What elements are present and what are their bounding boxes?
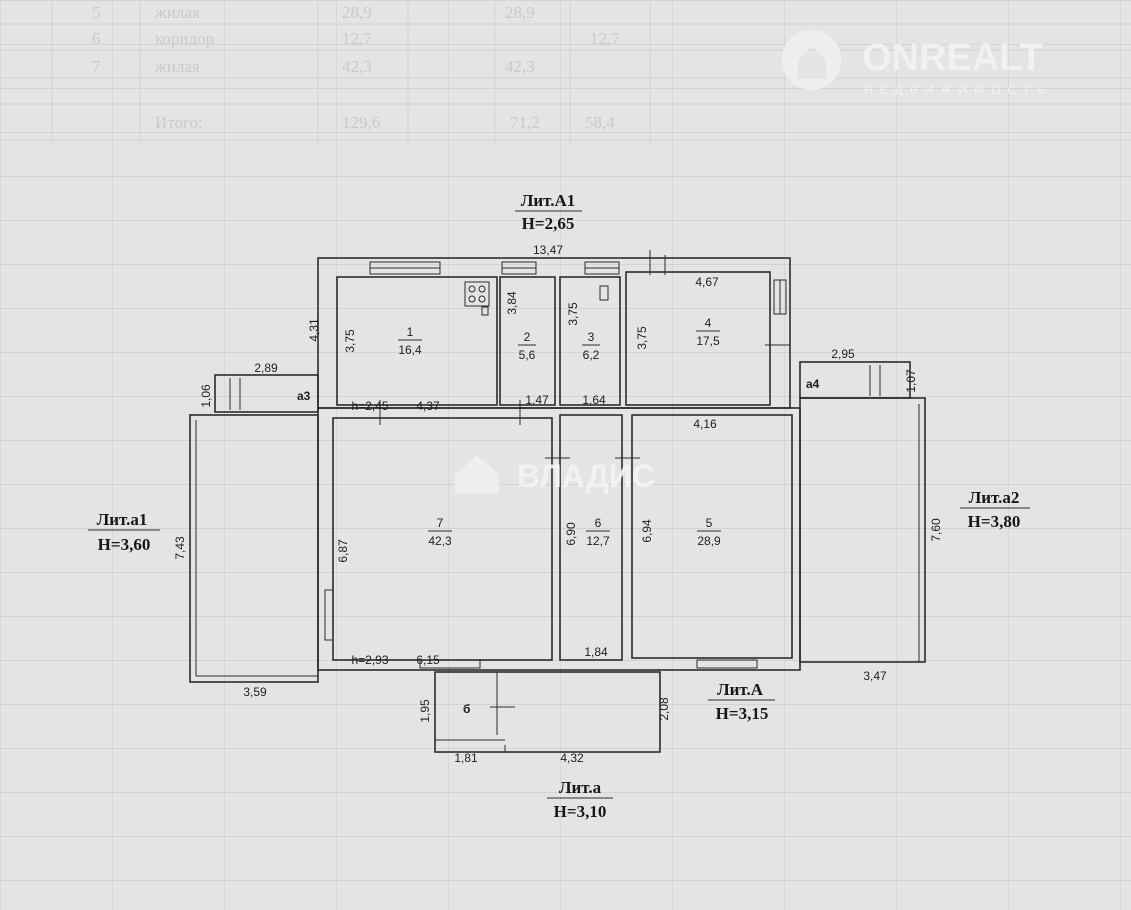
dim: 2,95 — [831, 347, 855, 361]
row7-name: жилая — [154, 57, 200, 76]
room-6-area: 12,7 — [586, 534, 610, 548]
total-living: 71,2 — [510, 113, 540, 132]
dim: 4,31 — [307, 318, 321, 342]
total-label: Итого: — [155, 113, 203, 132]
dim: 6,15 — [416, 653, 440, 667]
onrealt-logo-icon — [781, 30, 842, 90]
vladis-logo-icon — [455, 455, 499, 493]
onrealt-watermark: ONREALT НЕДВИЖИМОСТЬ — [781, 30, 1052, 97]
dim: 3,75 — [343, 329, 357, 353]
dim: 1,81 — [454, 751, 478, 765]
row7-living: 42,3 — [505, 57, 535, 76]
annex-a4-label: а4 — [806, 377, 820, 391]
dim: 4,32 — [560, 751, 584, 765]
row6-num: 6 — [92, 29, 101, 48]
dim: 4,67 — [695, 275, 719, 289]
room-7-num: 7 — [437, 516, 444, 530]
row5-num: 5 — [92, 3, 101, 22]
row5-living: 28,9 — [505, 3, 535, 22]
dim: 6,90 — [564, 522, 578, 546]
room-5-area: 28,9 — [697, 534, 721, 548]
annexes — [189, 361, 926, 753]
row7-total: 42,3 — [342, 57, 372, 76]
dim: 1,95 — [418, 699, 432, 723]
dim: 3,47 — [863, 669, 887, 683]
dim: 2,89 — [254, 361, 278, 375]
lit-a-h: H=3,10 — [554, 802, 607, 821]
dim: 3,59 — [243, 685, 267, 699]
total-total: 129,6 — [342, 113, 380, 132]
room-labels: 1 16,4 2 5,6 3 6,2 4 17,5 5 28,9 6 12,7 … — [297, 316, 820, 716]
room-7-area: 42,3 — [428, 534, 452, 548]
vladis-watermark: ВЛАДИС — [455, 455, 655, 494]
annex-a4 — [799, 361, 911, 399]
lit-labels: Лит.А1 H=2,65 Лит.а1 H=3,60 Лит.а2 H=3,8… — [88, 191, 1030, 821]
room-4-num: 4 — [705, 316, 712, 330]
sink-icon — [599, 285, 609, 301]
room-6-num: 6 — [595, 516, 602, 530]
room-5-num: 5 — [706, 516, 713, 530]
room-2-num: 2 — [524, 330, 531, 344]
lit-a1-name: Лит.а1 — [97, 510, 148, 529]
dim: 4,37 — [416, 399, 440, 413]
dim: 4,16 — [693, 417, 717, 431]
row5-name: жилая — [154, 3, 200, 22]
lit-a1-h: H=3,60 — [98, 535, 151, 554]
dimension-labels: 13,47 3,75 4,31 3,84 3,75 3,75 4,67 2,89… — [173, 243, 943, 765]
lit-a-name: Лит.а — [559, 778, 602, 797]
block-A1 — [317, 250, 791, 409]
room-1-area: 16,4 — [398, 343, 422, 357]
lit-A1-h: H=2,65 — [522, 214, 575, 233]
room-1-num: 1 — [407, 325, 414, 339]
row6-total: 12,7 — [342, 29, 372, 48]
row7-num: 7 — [92, 57, 101, 76]
dim: 3,75 — [635, 326, 649, 350]
dim: 1,84 — [584, 645, 608, 659]
room-3-area: 6,2 — [583, 348, 600, 362]
row6-name: коридор — [155, 29, 214, 48]
dim: h=2,45 — [351, 399, 388, 413]
total-aux: 58,4 — [585, 113, 615, 132]
dim: 6,87 — [336, 539, 350, 563]
annex-a1 — [189, 414, 319, 683]
annex-b-label: б — [463, 702, 470, 716]
dim: 1,64 — [582, 393, 606, 407]
dim: 7,60 — [929, 518, 943, 542]
annex-a3-label: а3 — [297, 389, 311, 403]
stove-icon — [464, 281, 490, 307]
annex-a2 — [799, 397, 926, 663]
lit-A-h: H=3,15 — [716, 704, 769, 723]
annex-a3 — [214, 374, 319, 413]
block-A — [317, 400, 801, 708]
vladis-name: ВЛАДИС — [517, 458, 655, 494]
dim: 1,06 — [199, 384, 213, 408]
dim: 7,43 — [173, 536, 187, 560]
dim: 13,47 — [533, 243, 563, 257]
annex-a — [434, 671, 661, 753]
lit-a2-name: Лит.а2 — [969, 488, 1020, 507]
room-2-area: 5,6 — [519, 348, 536, 362]
onrealt-sub: НЕДВИЖИМОСТЬ — [864, 83, 1052, 97]
row5-total: 28,9 — [342, 3, 372, 22]
dim: 1,47 — [525, 393, 549, 407]
room-3-num: 3 — [588, 330, 595, 344]
lit-a2-h: H=3,80 — [968, 512, 1021, 531]
dim: 6,94 — [640, 519, 654, 543]
onrealt-name: ONREALT — [862, 37, 1043, 79]
dim: 3,84 — [505, 291, 519, 315]
dim: 2,08 — [657, 697, 671, 721]
dim: 1,07 — [904, 369, 918, 393]
dim: h=2,93 — [351, 653, 388, 667]
dim: 3,75 — [566, 302, 580, 326]
room-4-area: 17,5 — [696, 334, 720, 348]
lit-A-name: Лит.А — [717, 680, 764, 699]
lit-A1-name: Лит.А1 — [521, 191, 576, 210]
explication-table: 5 жилая 28,9 28,9 6 коридор 12,7 12,7 7 … — [0, 0, 1131, 145]
row6-aux: 12,7 — [590, 29, 620, 48]
